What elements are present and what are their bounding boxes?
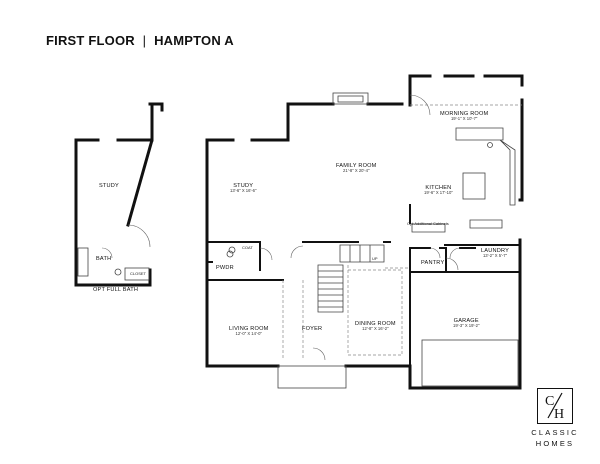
room-name: BATH — [96, 256, 112, 262]
room-coat: COAT — [242, 245, 253, 250]
room-name: LAUNDRY — [481, 248, 510, 254]
room-foyer: FOYER — [302, 326, 322, 332]
room-name: PANTRY — [421, 260, 445, 266]
monogram-icon: C H — [545, 392, 564, 422]
room-name: KITCHEN — [425, 185, 452, 191]
room-name: LIVING ROOM — [229, 326, 269, 332]
room-pantry: PANTRY — [421, 260, 444, 266]
porch — [277, 365, 347, 389]
outer-walls — [205, 74, 524, 390]
room-dims: 19'-6" X 17'-10" — [424, 190, 453, 196]
room-living: LIVING ROOM 12'-0" X 14'-0" — [229, 326, 269, 337]
svg-text:H: H — [554, 407, 564, 422]
room-family: FAMILY ROOM 21'-8" X 20'-4" — [336, 163, 377, 174]
title-separator: | — [142, 33, 147, 48]
kitchen-counter — [455, 127, 516, 229]
fireplace — [332, 92, 369, 105]
room-name: MORNING ROOM — [440, 111, 489, 117]
room-name: OPT FULL BATH — [93, 287, 139, 293]
garage-door-line — [421, 339, 519, 387]
plan-name: HAMPTON A — [154, 33, 234, 48]
opt-study-walls — [74, 102, 164, 287]
logo-line1: CLASSIC — [531, 428, 579, 437]
room-dims: 13'-2" X 5'-7" — [482, 253, 508, 259]
room-name: FAMILY ROOM — [336, 163, 377, 169]
logo-line2: HOMES — [535, 439, 575, 448]
room-kitchen: KITCHEN 19'-6" X 17'-10" — [424, 185, 453, 196]
classic-homes-logo-text: CLASSIC HOMES — [519, 427, 591, 449]
room-dims: 19'-1" X 10'-7" — [450, 116, 478, 122]
room-name: STUDY — [99, 183, 119, 189]
room-laundry: LAUNDRY 13'-2" X 5'-7" — [481, 248, 509, 259]
room-dims: 13'-6" X 16'-6" — [230, 188, 257, 194]
room-name: STUDY — [233, 183, 254, 189]
classic-homes-logo-mark: C H — [537, 388, 573, 424]
opt-cabinets-note: Opt Additional Cabinets — [407, 221, 449, 226]
interior-walls — [206, 204, 521, 386]
stairs-up-label: UP — [372, 256, 378, 261]
room-name: DINING ROOM — [355, 321, 396, 327]
room-closet: CLOSET — [130, 271, 147, 276]
room-morning: MORNING ROOM 19'-1" X 10'-7" — [440, 111, 488, 122]
upper-stairs — [339, 244, 385, 263]
room-name: GARAGE — [453, 318, 479, 324]
room-dims: 19'-3" X 19'-2" — [453, 323, 480, 329]
room-garage: GARAGE 19'-3" X 19'-2" — [453, 318, 479, 329]
room-bath: BATH — [96, 256, 111, 262]
stairs — [317, 264, 344, 313]
room-pwdr: PWDR — [216, 265, 234, 271]
room-opt-full-bath: OPT FULL BATH — [93, 287, 138, 293]
room-dining: DINING ROOM 12'-8" X 16'-2" — [355, 321, 396, 332]
room-name: PWDR — [216, 265, 234, 271]
plan-title: FIRST FLOOR | HAMPTON A — [46, 33, 234, 48]
room-dims: 12'-0" X 14'-0" — [235, 331, 262, 337]
tub — [77, 247, 89, 277]
room-dims: 21'-8" X 20'-4" — [343, 168, 370, 174]
floor-label: FIRST FLOOR — [46, 33, 135, 48]
room-study: STUDY 13'-6" X 16'-6" — [230, 183, 256, 194]
room-study-opt: STUDY — [99, 183, 119, 189]
kitchen-island — [462, 172, 486, 200]
cabinets — [411, 223, 446, 233]
room-dims: 12'-8" X 16'-2" — [362, 326, 389, 332]
svg-text:C: C — [545, 394, 554, 409]
room-name: FOYER — [302, 326, 323, 332]
